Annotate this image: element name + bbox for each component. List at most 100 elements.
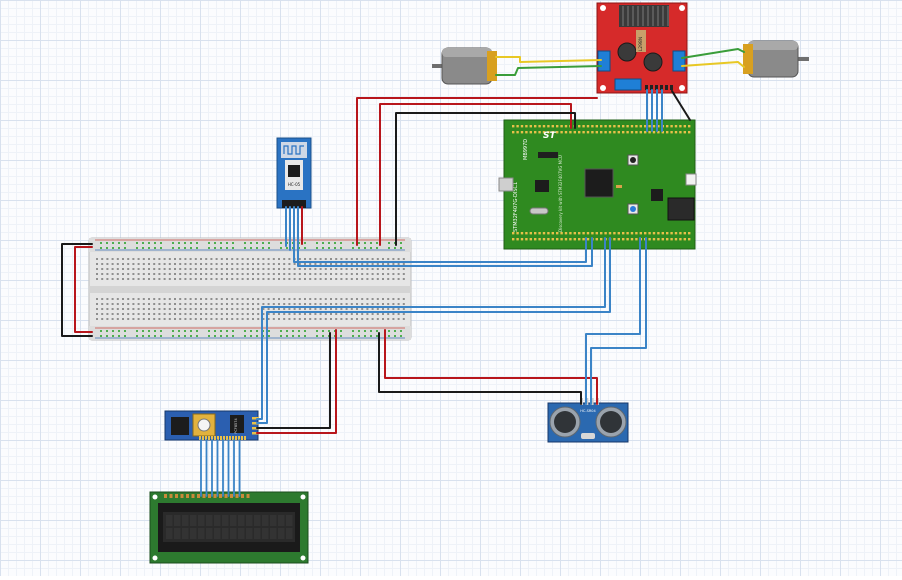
lcd-cell (278, 528, 285, 539)
breadboard-hole (127, 263, 130, 265)
breadboard-hole (335, 258, 338, 260)
discovery-pin (534, 125, 537, 128)
breadboard-hole (116, 313, 119, 315)
breadboard-hole (168, 298, 171, 300)
rail-hole (262, 242, 264, 244)
discovery-pin (666, 232, 669, 235)
discovery-pin (591, 125, 594, 128)
rail-hole (364, 242, 366, 244)
breadboard-hole (116, 278, 119, 280)
discovery-pin (670, 125, 673, 128)
breadboard-hole (215, 298, 218, 300)
discovery-pin (578, 238, 581, 241)
breadboard-hole (293, 278, 296, 280)
breadboard-hole (96, 313, 98, 315)
breadboard-hole (122, 298, 124, 300)
breadboard-hole (293, 263, 296, 265)
rail-hole (148, 335, 150, 337)
breadboard-hole (184, 273, 187, 275)
lcd-cell (198, 515, 205, 526)
lcd-pin (224, 494, 228, 498)
rail-hole (106, 247, 108, 249)
breadboard-hole (241, 308, 244, 310)
discovery-pin (657, 238, 660, 241)
breadboard-hole (241, 258, 244, 260)
breadboard-hole (314, 318, 317, 320)
lcd-cell (286, 528, 293, 539)
discovery-pin (652, 125, 656, 128)
breadboard-hole (220, 258, 223, 260)
breadboard-hole (298, 318, 301, 320)
rail-hole (208, 247, 210, 249)
breadboard-hole (361, 263, 364, 265)
rail-hole (184, 242, 186, 244)
breadboard-hole (335, 268, 338, 270)
rail-hole (214, 335, 216, 337)
discovery-pin (534, 131, 537, 134)
rail-hole (352, 242, 354, 244)
rail-hole (304, 330, 306, 332)
breadboard-hole (226, 298, 228, 300)
discovery-pin (604, 131, 607, 134)
breadboard-hole (252, 308, 254, 310)
breadboard-hole (116, 308, 119, 310)
breadboard-hole (132, 298, 135, 300)
breadboard-hole (371, 298, 374, 300)
breadboard-hole (304, 278, 306, 280)
breadboard-hole (220, 303, 223, 305)
rail-hole (304, 242, 306, 244)
wire-lcd-ribbon (200, 439, 241, 497)
discovery-pin (564, 232, 568, 235)
breadboard-hole (267, 318, 270, 320)
rail-hole (226, 335, 228, 337)
rail-hole (244, 330, 246, 332)
breadboard-hole (241, 273, 244, 275)
stm32-discovery-board: STM32F407G-DISC1 MB997D Discovery kit wi… (498, 119, 697, 250)
driver-pin (655, 85, 658, 90)
breadboard-hole (174, 303, 176, 305)
breadboard-hole (335, 313, 338, 315)
wire-i2c-scl (256, 237, 611, 424)
breadboard-hole (324, 273, 327, 275)
breadboard-hole (392, 258, 395, 260)
breadboard-hole (153, 278, 156, 280)
wire-gnd-to-discovery (395, 112, 576, 246)
breadboard-hole (168, 313, 171, 315)
rail-hole (364, 335, 366, 337)
breadboard-hole (163, 318, 166, 320)
breadboard-hole (376, 278, 379, 280)
breadboard-hole (252, 278, 254, 280)
wire-motor-left-b (495, 65, 602, 76)
driver-pin (665, 85, 668, 90)
rail-hole (322, 335, 324, 337)
sensor-label: HC-SR04 (580, 409, 596, 413)
breadboard-hole (231, 263, 234, 265)
breadboard-hole (246, 263, 249, 265)
breadboard-hole (366, 278, 369, 280)
breadboard-hole (241, 313, 244, 315)
breadboard-hole (231, 278, 234, 280)
breadboard-hole (231, 318, 234, 320)
lcd-cell (254, 528, 261, 539)
breadboard-hole (236, 278, 239, 280)
rail-hole (370, 247, 372, 249)
discovery-pin (644, 131, 647, 134)
rail-hole (268, 335, 270, 337)
discovery-pin (578, 232, 581, 235)
rail-hole (172, 330, 174, 332)
rail-hole (292, 330, 294, 332)
breadboard-hole (309, 298, 312, 300)
rail-hole (142, 335, 144, 337)
rail-hole (388, 242, 390, 244)
discovery-pin (617, 238, 620, 241)
breadboard-hole (215, 318, 218, 320)
breadboard-hole (345, 318, 348, 320)
rail-hole (124, 335, 126, 337)
breadboard-hole (116, 268, 119, 270)
breadboard-hole (142, 318, 145, 320)
breadboard-hole (220, 278, 223, 280)
breadboard-hole (215, 263, 218, 265)
breadboard-hole (319, 278, 322, 280)
breadboard-hole (246, 278, 249, 280)
breadboard-hole (101, 278, 104, 280)
